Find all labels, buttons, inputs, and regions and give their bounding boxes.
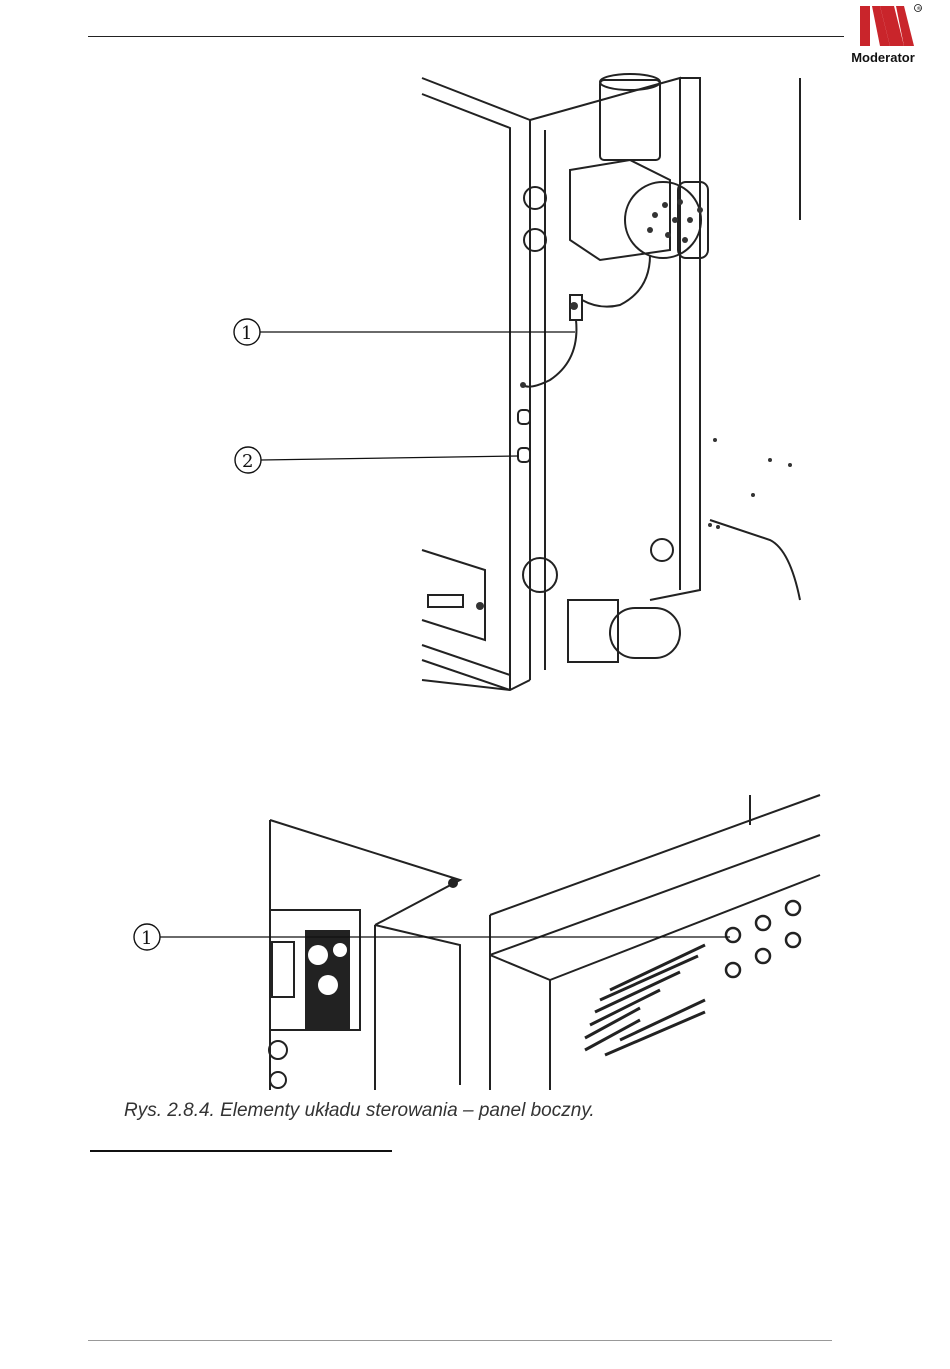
callout-1-bottom: 1 xyxy=(141,928,152,949)
footer-rule xyxy=(88,1340,832,1341)
control-panel-figure: 1 xyxy=(120,780,840,1095)
callout-1: 1 xyxy=(241,323,252,344)
footnote-rule xyxy=(90,1150,392,1152)
svg-text:®: ® xyxy=(916,5,921,12)
callout-2: 2 xyxy=(242,451,253,472)
boiler-side-figure: 1 2 xyxy=(90,70,820,710)
header-rule xyxy=(88,36,844,37)
figure-caption: Rys. 2.8.4. Elementy układu sterowania –… xyxy=(124,1100,595,1122)
logo-text: Moderator xyxy=(846,50,920,65)
